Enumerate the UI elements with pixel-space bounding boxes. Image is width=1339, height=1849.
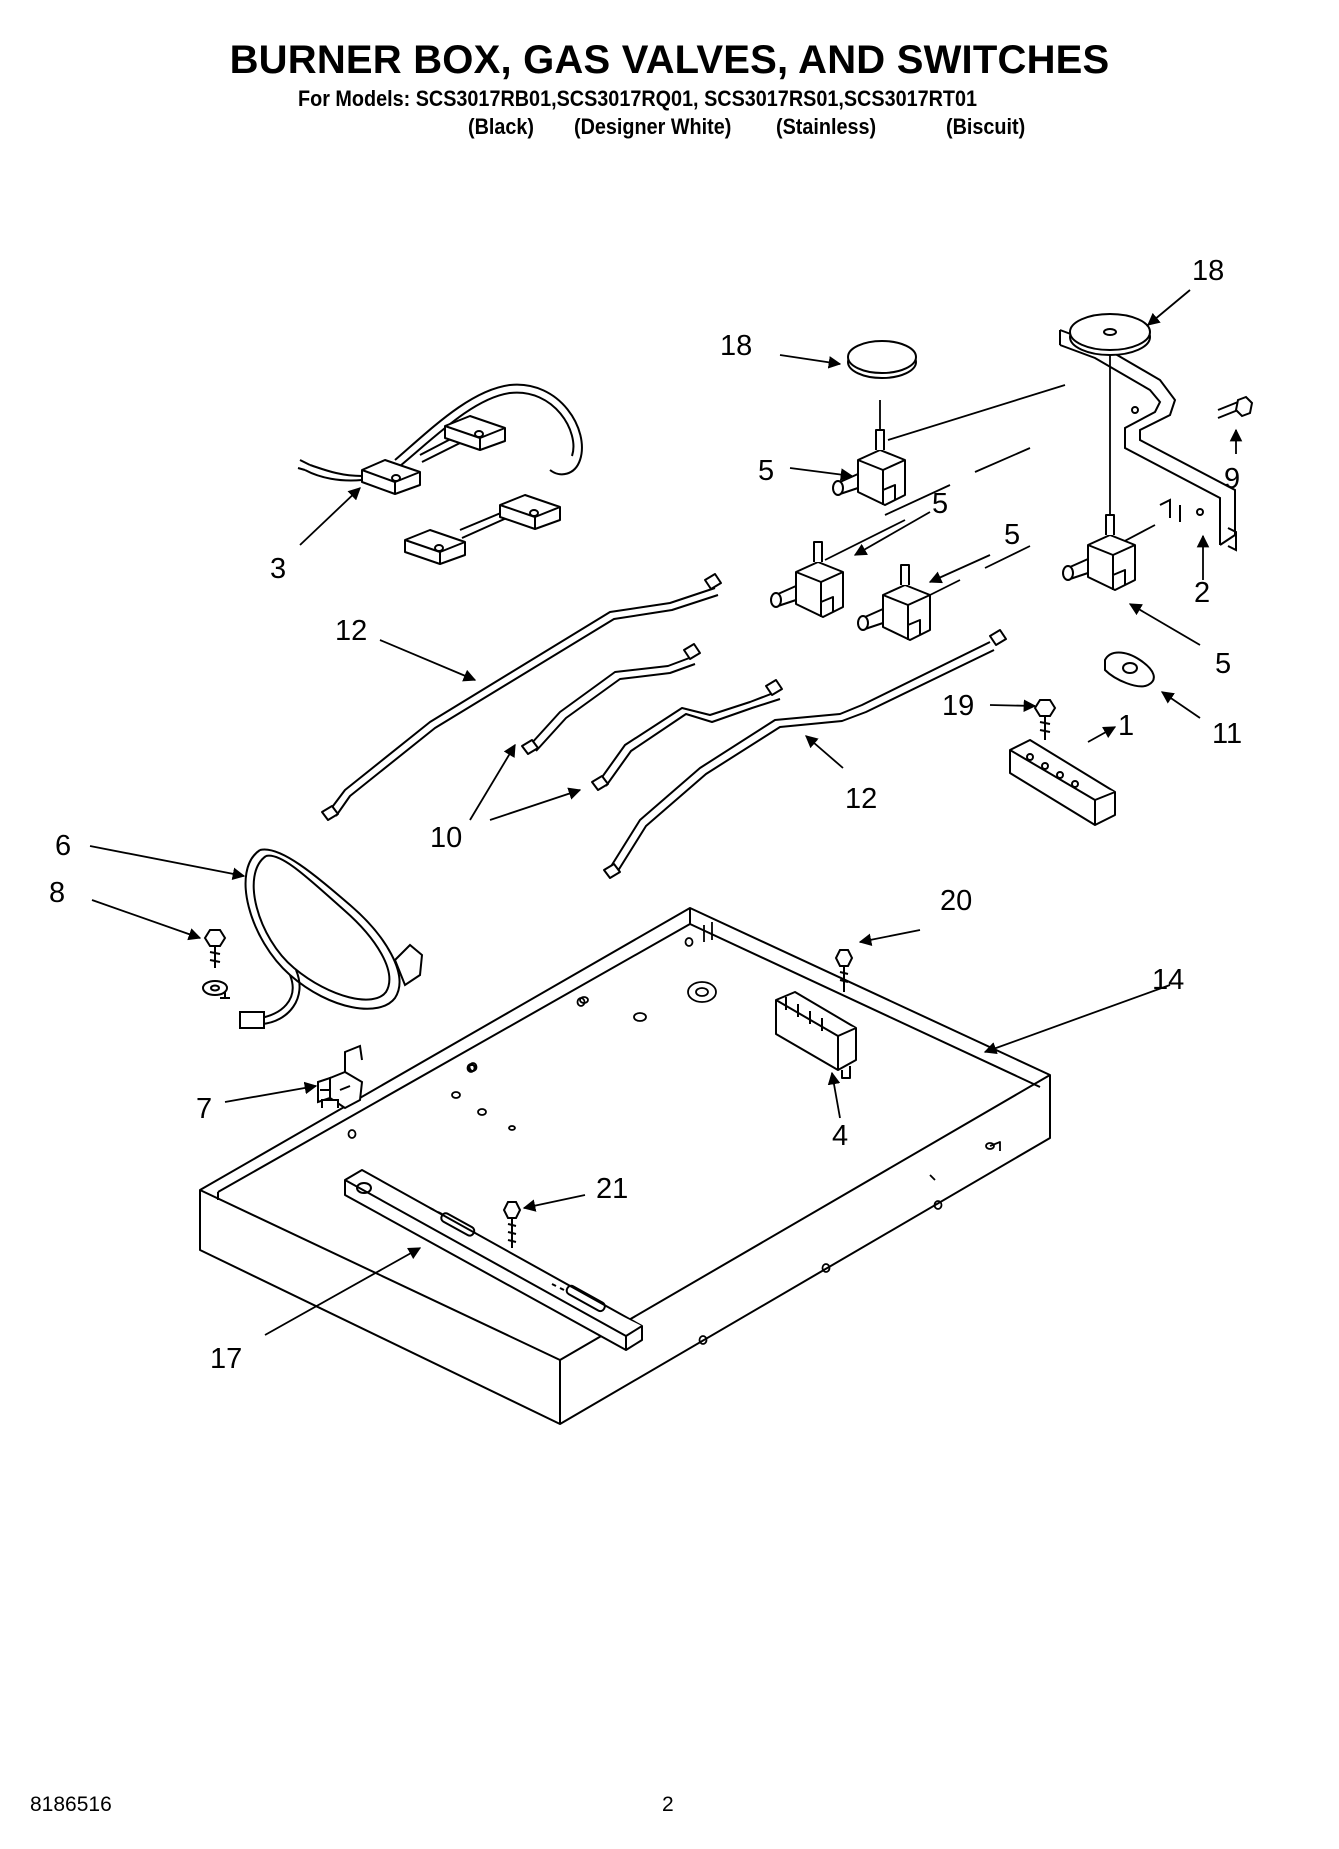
mounting-bracket-1 <box>1009 739 1116 826</box>
manifold-pipe <box>1059 329 1237 552</box>
document-number: 8186516 <box>30 1793 112 1816</box>
screw-9 <box>1217 395 1254 419</box>
screw-19 <box>1033 699 1057 740</box>
screw-20 <box>834 949 854 992</box>
page-number: 2 <box>662 1793 674 1816</box>
callout-9: 9 <box>1224 463 1240 495</box>
callout-5-b: 5 <box>932 488 948 520</box>
callout-18-a: 18 <box>720 330 752 362</box>
callout-5-a: 5 <box>758 455 774 487</box>
callout-11: 11 <box>1212 718 1242 750</box>
page-title: BURNER BOX, GAS VALVES, AND SWITCHES <box>229 38 1110 82</box>
callout-12-a: 12 <box>335 615 367 647</box>
callout-2: 2 <box>1194 577 1210 609</box>
callout-4: 4 <box>832 1120 848 1152</box>
callout-17: 17 <box>210 1343 242 1375</box>
callout-7: 7 <box>196 1093 212 1125</box>
gasket-11 <box>1104 651 1155 688</box>
ignition-switch-assembly <box>297 383 583 565</box>
wire-harness <box>214 848 424 1029</box>
callout-19: 19 <box>942 690 974 722</box>
callout-14: 14 <box>1152 964 1184 996</box>
burner-caps <box>847 313 1151 379</box>
models-line: For Models: SCS3017RB01,SCS3017RQ01, SCS… <box>298 86 978 111</box>
burner-tubes <box>321 573 1007 879</box>
callout-5-c: 5 <box>1004 519 1020 551</box>
spark-module <box>775 991 857 1079</box>
ground-screw-8 <box>202 929 228 996</box>
callout-3: 3 <box>270 553 286 585</box>
callout-6: 6 <box>55 830 71 862</box>
callout-8: 8 <box>49 877 65 909</box>
switch-7 <box>317 1044 364 1110</box>
callout-1: 1 <box>1118 710 1134 742</box>
screw-21 <box>502 1201 522 1248</box>
manifold-bracket <box>344 1169 643 1351</box>
callout-12-b: 12 <box>845 783 877 815</box>
callout-5-d: 5 <box>1215 648 1231 680</box>
callout-20: 20 <box>940 885 972 917</box>
gas-valves <box>770 429 1136 641</box>
color-label-stainless: (Stainless) <box>776 114 877 139</box>
callout-10: 10 <box>430 822 462 854</box>
color-label-biscuit: (Biscuit) <box>946 114 1026 139</box>
color-label-designer-white: (Designer White) <box>574 114 732 139</box>
leader-arrows <box>89 289 1243 1336</box>
color-label-black: (Black) <box>468 114 535 139</box>
callout-21: 21 <box>596 1173 628 1205</box>
callout-labels: 1 2 3 4 5 5 5 5 6 7 8 9 10 11 12 12 14 1… <box>49 255 1242 1375</box>
callout-18-b: 18 <box>1192 255 1224 287</box>
